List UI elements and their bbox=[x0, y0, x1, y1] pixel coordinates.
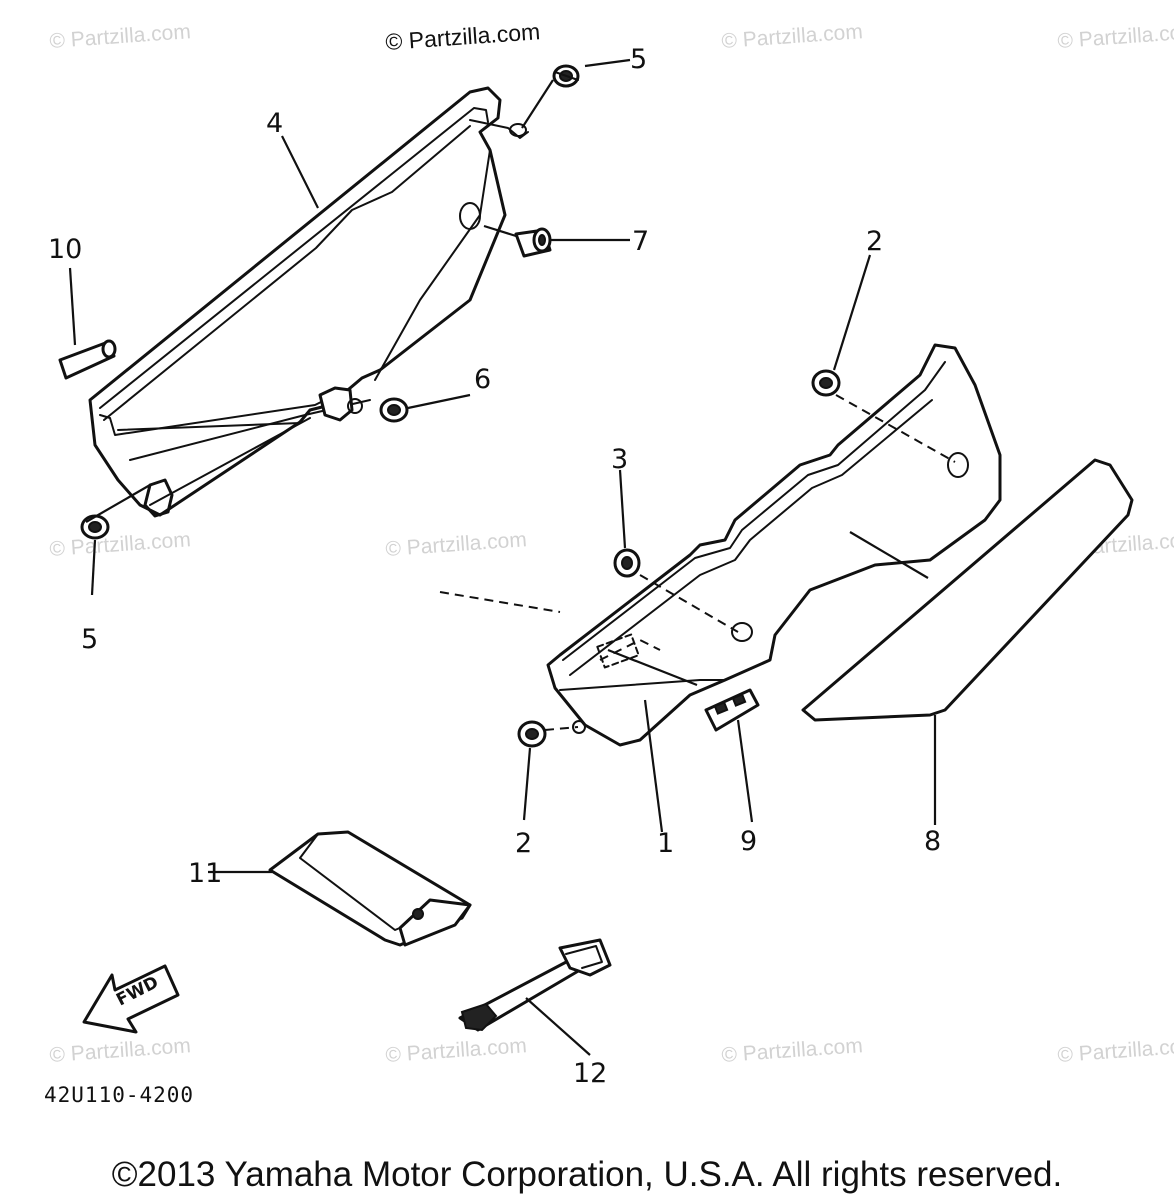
callout-4: 4 bbox=[266, 108, 283, 139]
callout-5-top: 5 bbox=[630, 44, 647, 75]
watermark: © Partzilla.com bbox=[721, 20, 864, 53]
part-2-grommet-top bbox=[811, 369, 841, 397]
callout-1: 1 bbox=[657, 828, 674, 859]
callout-6: 6 bbox=[474, 364, 491, 395]
part-5-grommet-top bbox=[552, 64, 580, 88]
callout-8: 8 bbox=[924, 826, 941, 857]
watermark: © Partzilla.com bbox=[1057, 1034, 1174, 1067]
callouts: 1 2 2 3 4 5 5 6 7 8 9 10 11 12 bbox=[48, 44, 941, 1089]
part-7-collar bbox=[514, 227, 552, 258]
callout-7: 7 bbox=[632, 226, 649, 257]
watermark: © Partzilla.com bbox=[385, 528, 528, 561]
assembly-lines bbox=[439, 394, 956, 731]
part-6-grommet bbox=[379, 397, 409, 423]
part-8-decal bbox=[801, 458, 1134, 722]
watermark: © Partzilla.com bbox=[721, 1034, 864, 1067]
part-12-strap bbox=[458, 938, 612, 1032]
watermark: © Partzilla.com bbox=[49, 528, 192, 561]
callout-3: 3 bbox=[611, 444, 628, 475]
callout-9: 9 bbox=[740, 826, 757, 857]
callout-2-top: 2 bbox=[866, 226, 883, 257]
watermark-top: © Partzilla.com bbox=[385, 18, 541, 55]
callout-11: 11 bbox=[188, 858, 222, 889]
fwd-arrow: FWD bbox=[82, 964, 180, 1034]
part-9-clip bbox=[704, 688, 760, 732]
callout-5-bottom: 5 bbox=[81, 624, 98, 655]
part-3-grommet bbox=[613, 548, 641, 578]
part-1-side-cover bbox=[546, 343, 1002, 747]
watermark: © Partzilla.com bbox=[1057, 20, 1174, 53]
part-2-grommet-bottom bbox=[517, 720, 547, 748]
watermark-layer: © Partzilla.com © Partzilla.com © Partzi… bbox=[49, 18, 1174, 1067]
leader-lines bbox=[68, 58, 937, 1056]
part-4-bracket bbox=[88, 86, 529, 518]
callout-10: 10 bbox=[48, 234, 82, 265]
watermark: © Partzilla.com bbox=[49, 20, 192, 53]
part-11-pad bbox=[268, 830, 472, 947]
copyright-notice: ©2013 Yamaha Motor Corporation, U.S.A. A… bbox=[111, 1155, 1063, 1194]
callout-2-bottom: 2 bbox=[515, 828, 532, 859]
part-5-grommet-bottom bbox=[80, 514, 110, 540]
watermark: © Partzilla.com bbox=[385, 1034, 528, 1067]
watermark: © Partzilla.com bbox=[49, 1034, 192, 1067]
callout-12: 12 bbox=[573, 1058, 607, 1089]
part-10-tube bbox=[58, 339, 117, 380]
part-code: 42U110-4200 bbox=[44, 1083, 194, 1107]
